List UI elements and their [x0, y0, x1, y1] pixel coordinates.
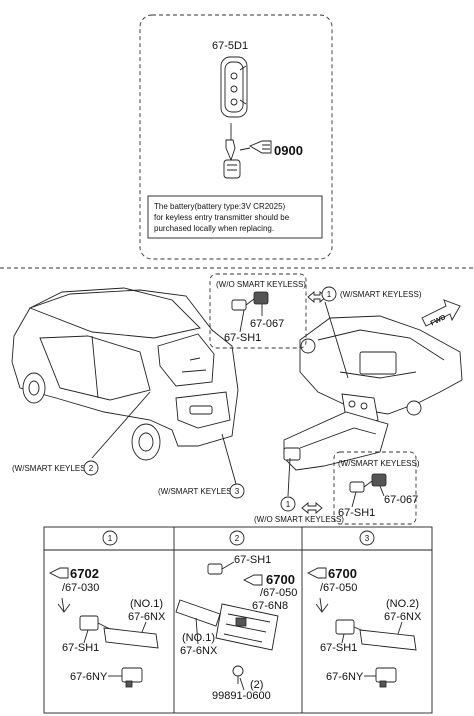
col3-shield-part: 67-SH1	[320, 642, 357, 654]
lower-callout-variant: (W/SMART KEYLESS)	[338, 459, 420, 468]
key-blade-illustration	[223, 123, 241, 179]
col2-antenna-part: 67-6NX	[180, 645, 218, 657]
table-header-3: 3	[365, 534, 370, 543]
lower-callout-part-a: 67-067	[384, 494, 418, 506]
col2-antenna-no: (NO.1)	[182, 632, 215, 644]
hand-pointer-icon-col3	[306, 567, 327, 579]
battery-note-line-2: for keyless entry transmitter should be	[154, 213, 290, 222]
dashboard-console-illustration	[283, 315, 463, 471]
hand-pointer-icon	[248, 140, 272, 154]
table-header-2: 2	[235, 534, 240, 543]
bracket-icon-col3	[375, 667, 397, 688]
lower-callout-circle	[280, 496, 296, 512]
connector-icon-lower	[349, 473, 387, 493]
col2-module-part: 67-6N8	[252, 600, 288, 612]
key-fob-illustration	[220, 56, 248, 118]
callout-2-number: 2	[89, 464, 94, 473]
battery-note-line-1: The battery(battery type:3V CR2025)	[154, 202, 286, 211]
col3-ref-sub: /67-050	[320, 582, 357, 594]
upper-callout-alt-variant: (W/SMART KEYLESS)	[340, 290, 422, 299]
callout-3-number: 3	[235, 487, 240, 496]
callout-3-circle	[229, 483, 245, 499]
lower-callout-part-b: 67-SH1	[338, 507, 375, 519]
callout-2-circle	[83, 460, 99, 476]
upper-callout-variant: (W/O SMART KEYLESS)	[216, 280, 306, 289]
col2-bolt-part: 99891-0600	[212, 690, 271, 702]
col3-bracket-part: 67-6NY	[326, 671, 364, 683]
col2-ref-main: 6700	[266, 572, 295, 587]
keyless-module-icon	[215, 603, 279, 651]
hand-pointer-icon-col2	[242, 574, 263, 586]
bracket-icon-col1	[121, 667, 143, 688]
upper-callout-number: 1	[327, 290, 332, 299]
fwd-arrow-icon: FWD	[421, 299, 461, 327]
callout-3-variant: (W/SMART KEYLESS)	[158, 487, 240, 496]
table-header-3-circle	[359, 530, 375, 546]
callout-3: (W/SMART KEYLESS) 3	[158, 483, 245, 499]
detail-column-2: 67-SH1 6700 /67-050 67-6N8 (NO.1) 67-6NX…	[175, 554, 297, 702]
car-illustration	[11, 287, 239, 461]
col1-antenna-no: (NO.1)	[130, 598, 163, 610]
col1-antenna-part: 67-6NX	[128, 611, 166, 623]
callout-2-variant: (W/SMART KEYLESS)	[12, 464, 94, 473]
key-section: 67-5D1 0900 The battery(battery type:3V …	[139, 14, 333, 260]
lower-keyless-callout: (W/SMART KEYLESS) 67-067 67-SH1 1 (W/O S…	[254, 451, 420, 525]
fob-part-label: 67-5D1	[212, 40, 248, 52]
upper-callout-part-a: 67-067	[250, 318, 284, 330]
col2-shield-part: 67-SH1	[234, 554, 271, 566]
lower-callout-frame	[333, 451, 417, 525]
lower-callout-number: 1	[286, 500, 291, 509]
col3-ref-main: 6700	[328, 566, 357, 581]
double-arrow-icon-lower	[301, 502, 323, 514]
col1-bracket-part: 67-6NY	[70, 671, 108, 683]
table-header-1: 1	[108, 534, 113, 543]
callout-2: (W/SMART KEYLESS) 2	[12, 460, 99, 476]
col3-antenna-part: 67-6NX	[384, 611, 422, 623]
battery-note-line-3: purchased locally when replacing.	[154, 224, 274, 233]
upper-callout-frame	[209, 273, 307, 349]
col2-bolt-qty: (2)	[250, 679, 263, 691]
lower-callout-alt-variant: (W/O SMART KEYLESS)	[254, 515, 344, 524]
blade-part-label: 0900	[274, 143, 303, 158]
detail-table: 1 2 3 6702 /67-030 (NO.1) 67-6NX 67-SH1 …	[43, 526, 433, 714]
upper-callout-part-b: 67-SH1	[224, 332, 261, 344]
detail-table-frame	[43, 526, 433, 714]
upper-keyless-callout: (W/O SMART KEYLESS) 67-067 67-SH1 1 (W/S…	[209, 273, 422, 349]
detail-column-1: 6702 /67-030 (NO.1) 67-6NX 67-SH1 67-6NY	[48, 566, 166, 688]
col2-ref-sub: /67-050	[260, 587, 297, 599]
connector-icon	[231, 291, 269, 311]
battery-note-box	[147, 195, 323, 239]
hand-pointer-icon-col1	[48, 567, 69, 579]
table-header-1-circle	[102, 530, 118, 546]
upper-callout-circle	[321, 286, 337, 302]
bolt-icon	[232, 665, 244, 684]
col1-ref-main: 6702	[70, 566, 99, 581]
detail-column-3: 6700 /67-050 (NO.2) 67-6NX 67-SH1 67-6NY	[306, 566, 422, 688]
col3-antenna-no: (NO.2)	[386, 598, 419, 610]
key-section-frame	[139, 14, 333, 260]
table-header-2-circle	[229, 530, 245, 546]
col1-shield-part: 67-SH1	[62, 642, 99, 654]
col1-ref-sub: /67-030	[62, 582, 99, 594]
